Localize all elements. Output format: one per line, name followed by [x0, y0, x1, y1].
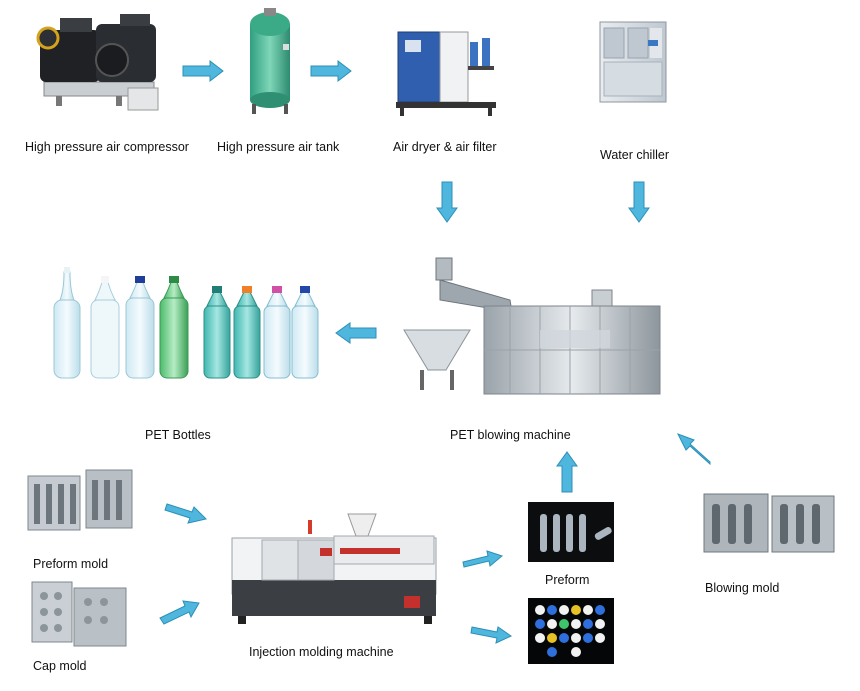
- bottles-label: PET Bottles: [145, 428, 211, 442]
- caps-image: [528, 598, 614, 664]
- arrow-tank-to-dryer: [310, 59, 352, 83]
- arrow-injection-to-preform: [462, 550, 504, 568]
- chiller-image: [599, 21, 667, 103]
- arrow-chiller-down: [628, 181, 650, 223]
- arrow-dryer-down: [436, 181, 458, 223]
- blowing-machine-label: PET blowing machine: [450, 428, 571, 442]
- cap-mold-image: [31, 581, 127, 647]
- air-tank-label: High pressure air tank: [217, 140, 340, 154]
- arrow-preform-up: [556, 451, 578, 493]
- arrow-cap-mold-to-injection: [159, 600, 200, 625]
- injection-machine-image: [231, 513, 437, 624]
- preform-mold-label: Preform mold: [33, 557, 109, 571]
- blowing-machine-image: [403, 257, 661, 395]
- compressor-image: [36, 14, 159, 111]
- preform-mold-image: [27, 469, 133, 531]
- arrow-machine-to-bottles: [335, 322, 377, 344]
- blowing-mold-image: [703, 493, 835, 553]
- injection-machine-label: Injection molding machine: [249, 645, 394, 659]
- air-tank-image: [250, 8, 290, 114]
- preform-label: Preform: [545, 573, 590, 587]
- compressor-label: High pressure air compressor: [25, 140, 189, 154]
- chiller-label: Water chiller: [600, 148, 669, 162]
- arrow-blowing-mold-to-machine: [676, 433, 711, 466]
- arrow-compressor-to-tank: [182, 59, 224, 83]
- cap-mold-label: Cap mold: [33, 659, 87, 673]
- dryer-label: Air dryer & air filter: [393, 140, 497, 154]
- blowing-mold-label: Blowing mold: [705, 581, 780, 595]
- arrow-preform-mold-to-injection: [164, 503, 207, 524]
- preform-image: [528, 502, 614, 562]
- dryer-image: [396, 31, 496, 116]
- bottles-image: [53, 267, 319, 379]
- arrow-injection-to-caps: [470, 626, 513, 644]
